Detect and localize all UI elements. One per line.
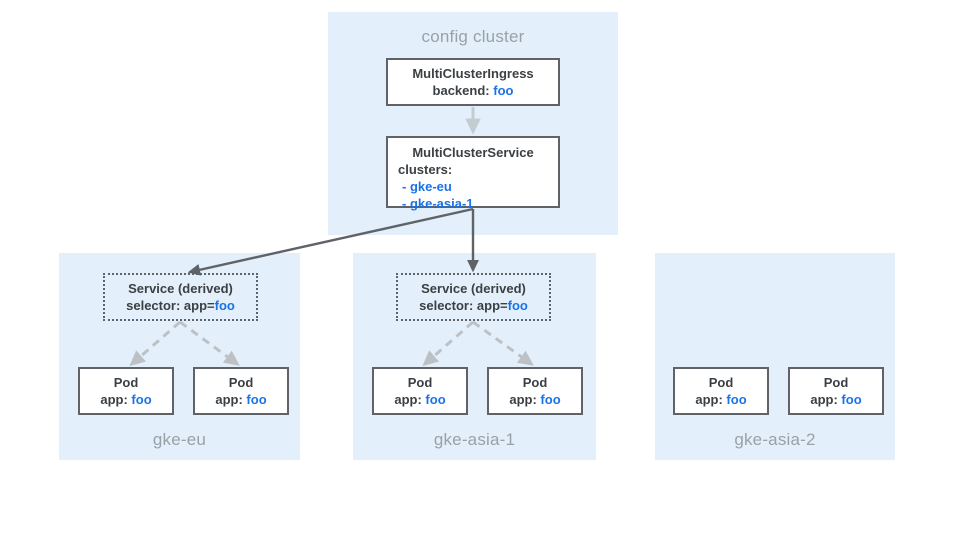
multiclusteringress-title: MultiClusterIngress [412,66,534,81]
pod-app-label: app: [100,392,128,407]
pod-app-value: foo [246,392,267,407]
derived-service-selector: selector: app=foo [126,297,235,314]
multiclusteringress-backend-value: foo [493,83,514,98]
pod-app-label: app: [695,392,723,407]
derived-service-title: Service (derived) [128,281,233,296]
cluster-label-gke-asia-2: gke-asia-2 [734,430,816,449]
multiclusteringress-backend: backend: foo [433,82,514,99]
derived-service-selector: selector: app=foo [419,297,528,314]
pod-box[interactable]: Pod app: foo [193,367,289,415]
pod-title: Pod [522,375,548,390]
cluster-label-gke-eu: gke-eu [152,430,207,449]
pod-app-label: app: [215,392,243,407]
pod-app-label: app: [394,392,422,407]
pod-app: app: foo [509,391,560,408]
config-cluster-title: config cluster [421,27,525,46]
pod-app: app: foo [394,391,445,408]
pod-box[interactable]: Pod app: foo [487,367,583,415]
pod-app-value: foo [425,392,446,407]
pod-app-value: foo [540,392,561,407]
derived-service-selector-value: foo [214,298,235,313]
pod-box[interactable]: Pod app: foo [673,367,769,415]
pod-title: Pod [708,375,734,390]
cluster-panel-gke-asia-2 [655,253,895,460]
pod-box[interactable]: Pod app: foo [78,367,174,415]
derived-service-selector-label: selector: app= [419,298,508,313]
derived-service-selector-value: foo [507,298,528,313]
derived-service-selector-label: selector: app= [126,298,215,313]
pod-box[interactable]: Pod app: foo [788,367,884,415]
pod-app: app: foo [695,391,746,408]
pod-box[interactable]: Pod app: foo [372,367,468,415]
derived-service-title: Service (derived) [421,281,526,296]
pod-app-value: foo [131,392,152,407]
multiclusterservice-cluster-item: - gke-asia-1 [402,196,474,211]
multiclusteringress-backend-label: backend: [432,83,490,98]
pod-title: Pod [228,375,254,390]
multiclusterservice-clusters-label: clusters: [398,162,453,177]
pod-title: Pod [407,375,433,390]
pod-app-value: foo [726,392,747,407]
pod-app-label: app: [810,392,838,407]
pod-app: app: foo [810,391,861,408]
cluster-label-gke-asia-1: gke-asia-1 [433,430,516,449]
pod-app: app: foo [215,391,266,408]
multiclusteringress-box[interactable]: MultiClusterIngress backend: foo [386,58,560,106]
pod-app-label: app: [509,392,537,407]
pod-title: Pod [113,375,139,390]
pod-title: Pod [823,375,849,390]
multiclusterservice-cluster-item: - gke-eu [402,179,452,194]
pod-app-value: foo [841,392,862,407]
derived-service-box-gke-asia-1[interactable]: Service (derived) selector: app=foo [396,273,551,321]
multiclusterservice-box[interactable]: MultiClusterService clusters: - gke-eu -… [386,136,560,211]
multiclusterservice-title: MultiClusterService [412,145,534,160]
pod-app: app: foo [100,391,151,408]
derived-service-box-gke-eu[interactable]: Service (derived) selector: app=foo [103,273,258,321]
